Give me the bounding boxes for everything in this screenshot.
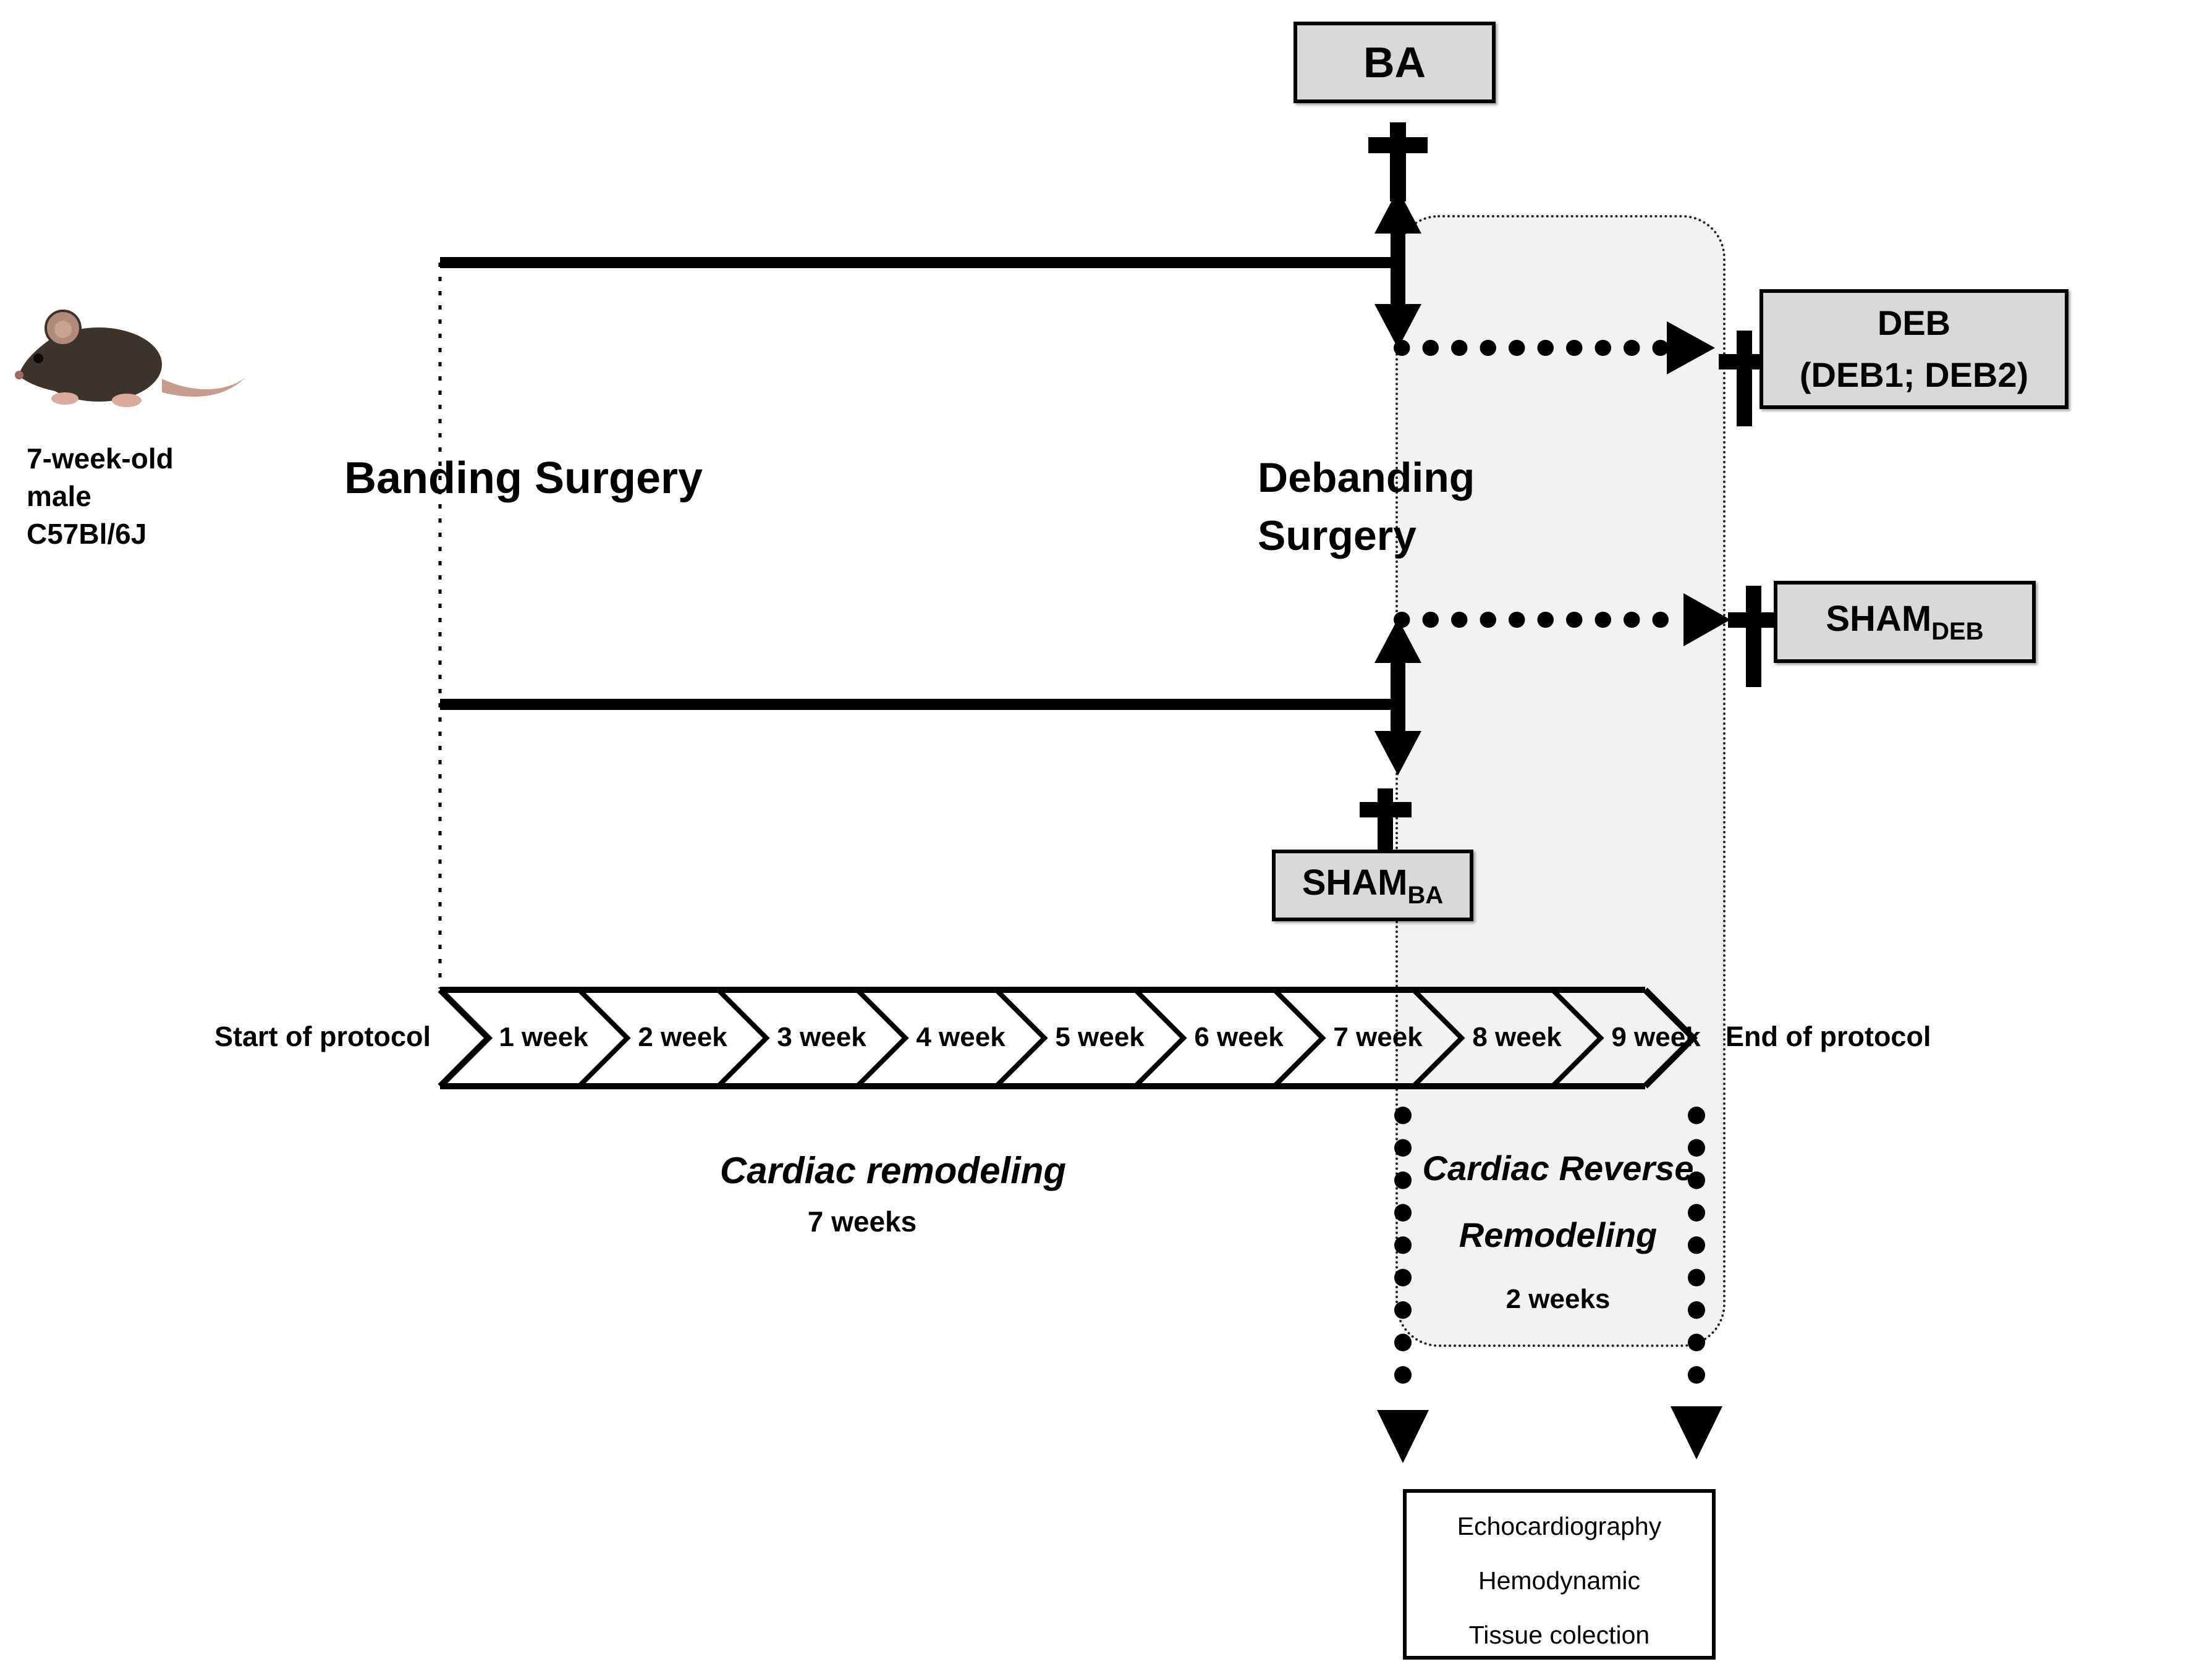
sham-deb-subscript: DEB — [1931, 618, 1984, 645]
debanding-split-arrow-bottom — [1374, 618, 1421, 775]
timeline-week-3: 3 week — [777, 1022, 866, 1052]
deb-dotted-arrow — [1394, 321, 1715, 374]
endpoint-dotted-arrow — [1671, 1107, 1722, 1459]
banding-surgery-label: Banding Surgery — [344, 454, 703, 503]
debanding-split-arrow-top — [1374, 189, 1421, 348]
reverse-remodeling-title-line2: Remodeling — [1459, 1215, 1658, 1254]
endpoint-line2: Hemodynamic — [1478, 1566, 1641, 1595]
timeline-week-8: 8 week — [1472, 1022, 1562, 1052]
sham-deb-base: SHAM — [1826, 599, 1932, 639]
reverse-remodeling-title-line1: Cardiac Reverse — [1422, 1149, 1694, 1188]
debanding-surgery-label: Debanding Surgery — [1258, 449, 1475, 565]
reverse-remodeling-region — [1395, 215, 1726, 1347]
timeline-band — [438, 987, 1698, 1089]
sham-ba-base: SHAM — [1302, 862, 1408, 903]
group-box-sham-deb-label: SHAMDEB — [1826, 598, 1983, 646]
timeline-end-label: End of protocol — [1726, 1021, 1931, 1052]
dagger-sacrifice-icon — [1368, 122, 1428, 201]
mouse-icon — [15, 310, 246, 407]
timeline-week-4: 4 week — [916, 1022, 1006, 1052]
subject-age: 7-week-old — [27, 442, 174, 475]
cardiac-remodeling-title: Cardiac remodeling — [719, 1150, 1067, 1191]
endpoint-line1: Echocardiography — [1457, 1512, 1662, 1540]
cardiac-remodeling-duration: 7 weeks — [807, 1205, 917, 1238]
group-box-deb-line1: DEB — [1877, 303, 1951, 342]
dagger-sacrifice-icon — [1728, 586, 1780, 687]
timeline-week-6: 6 week — [1194, 1022, 1284, 1052]
group-box-deb: DEB (DEB1; DEB2) — [1759, 289, 2069, 409]
timeline-week-7: 7 week — [1333, 1022, 1423, 1052]
debanding-endpoint-dotted-arrow — [1377, 1107, 1429, 1463]
group-box-sham-ba: SHAMBA — [1272, 850, 1473, 921]
subject-description: 7-week-old male C57Bl/6J — [27, 440, 231, 553]
subject-strain: C57Bl/6J — [27, 518, 147, 550]
timeline-week-9: 9 week — [1611, 1022, 1701, 1052]
dagger-sacrifice-icon — [1719, 331, 1771, 426]
dagger-sacrifice-icon — [1360, 788, 1412, 850]
endpoint-box: Echocardiography Hemodynamic Tissue cole… — [1403, 1489, 1716, 1660]
reverse-remodeling-duration: 2 weeks — [1505, 1284, 1611, 1314]
group-box-sham-deb: SHAMDEB — [1774, 581, 2036, 663]
debanding-line1: Debanding — [1258, 454, 1475, 501]
timeline-week-1: 1 week — [499, 1022, 588, 1052]
subject-sex: male — [27, 480, 91, 512]
group-box-sham-ba-label: SHAMBA — [1302, 862, 1444, 910]
timeline-week-5: 5 week — [1055, 1022, 1145, 1052]
timeline-week-2: 2 week — [638, 1022, 727, 1052]
endpoint-line3: Tissue colection — [1468, 1621, 1650, 1649]
group-box-ba: BA — [1294, 22, 1496, 103]
group-box-ba-label: BA — [1363, 38, 1426, 87]
timeline-start-label: Start of protocol — [214, 1021, 431, 1052]
group-box-deb-line2: (DEB1; DEB2) — [1799, 355, 2029, 394]
sham-ba-subscript: BA — [1407, 881, 1444, 909]
debanding-line2: Surgery — [1258, 512, 1416, 559]
sham-deb-dotted-arrow — [1394, 593, 1730, 646]
